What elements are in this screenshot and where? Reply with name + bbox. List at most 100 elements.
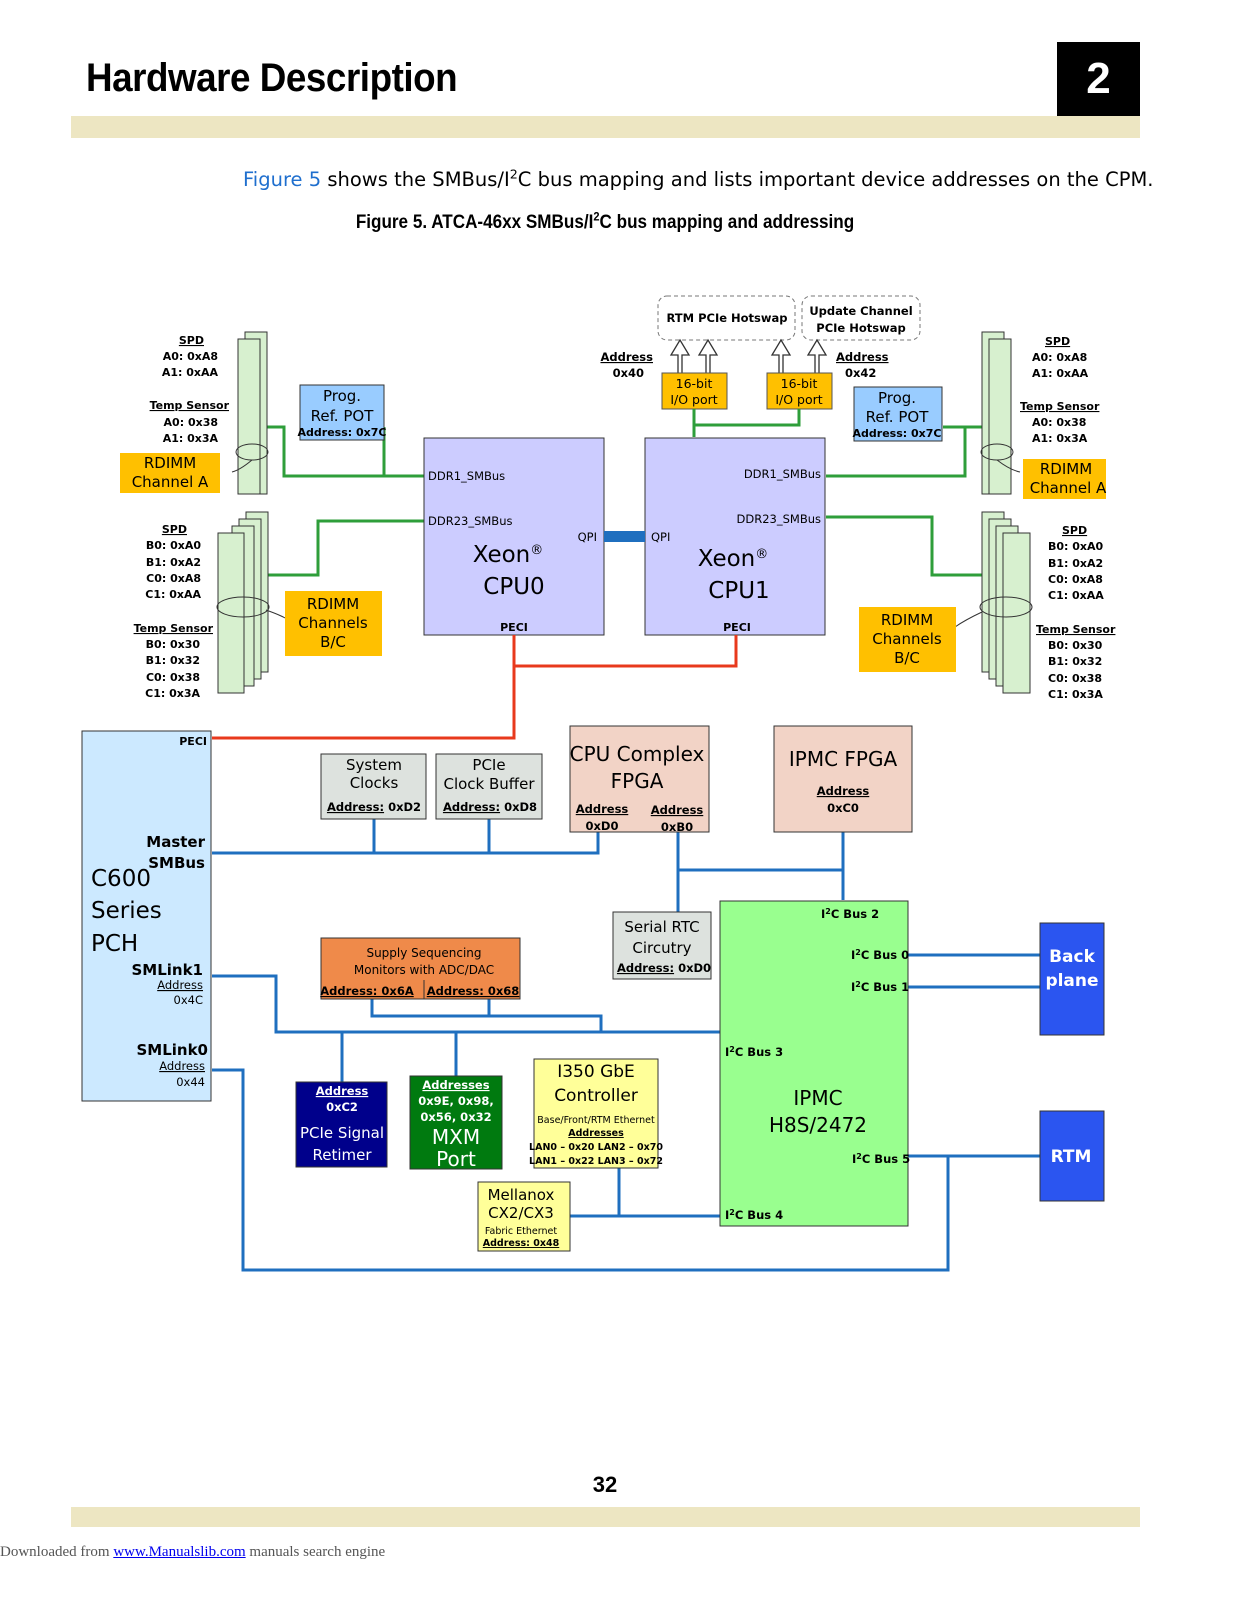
mxm-addr: 0x56, 0x32 — [420, 1110, 491, 1124]
cpu-fpga-addr-label: Address — [576, 802, 629, 816]
cpu1-name2: CPU1 — [708, 578, 769, 604]
cpu1-name: Xeon® — [698, 546, 769, 572]
rtm-hotswap-label: RTM PCIe Hotswap — [666, 311, 787, 325]
spd-title: SPD — [179, 334, 204, 347]
spd-right-top: SPD A0: 0xA8 A1: 0xAA Temp Sensor A0: 0x… — [1020, 335, 1100, 445]
temp-line: B0: 0x30 — [1048, 639, 1103, 652]
header-band — [71, 116, 1140, 138]
temp-line: B1: 0x32 — [1048, 655, 1102, 668]
cpu1-ddr1: DDR1_SMBus — [744, 467, 821, 481]
i350-box — [533, 1058, 659, 1169]
supply-addr: Address: 0x6A — [320, 984, 414, 998]
io-port-left-line1: 16-bit — [676, 376, 713, 391]
spd-line: C1: 0xAA — [145, 588, 201, 601]
i350-addr-label: Addresses — [568, 1128, 624, 1139]
mellanox-box — [477, 1181, 571, 1252]
spd-line: A1: 0xAA — [162, 366, 219, 379]
intro-text-end: C bus mapping and lists important device… — [517, 168, 1154, 191]
pch-box — [81, 730, 212, 1102]
temp-line: A1: 0x3A — [163, 432, 219, 445]
chapter-title: Hardware Description — [86, 56, 458, 100]
pcie-clock-buffer-box — [435, 753, 543, 820]
download-footer: Downloaded from www.Manualslib.com manua… — [0, 1544, 385, 1561]
cpu-fpga-addr-label: Address — [651, 803, 704, 817]
rtm-box — [1039, 1110, 1105, 1202]
pch-smbus: SMBus — [148, 854, 205, 872]
mellanox-label: Mellanox — [488, 1186, 555, 1204]
io-port-left-line2: I/O port — [670, 392, 717, 407]
mxm-addr: 0x9E, 0x98, — [418, 1094, 493, 1108]
cpu-fpga-label: CPU Complex — [570, 742, 705, 766]
temp-line: C0: 0x38 — [1048, 672, 1102, 685]
spd-line: A1: 0xAA — [1032, 367, 1089, 380]
cpu1-box — [644, 437, 826, 636]
ipmc-fpga-box — [773, 725, 913, 833]
retimer-addr: 0xC2 — [326, 1100, 358, 1114]
ipmc-bus4-label: I2C Bus 4 — [725, 1208, 783, 1222]
prog-ref-pot-left — [299, 384, 385, 441]
ipmc-fpga-label: IPMC FPGA — [789, 747, 898, 771]
prog-ref-pot-right — [853, 386, 943, 442]
i350-label: I350 GbE — [557, 1062, 635, 1082]
temp-title: Temp Sensor — [1036, 623, 1116, 636]
i350-sub: Base/Front/RTM Ethernet — [537, 1115, 655, 1126]
pch-smlink0-addr: 0x44 — [176, 1075, 205, 1089]
caption-text: Figure 5. ATCA-46xx SMBus/I — [355, 212, 594, 233]
io-right-addr: 0x42 — [845, 366, 876, 380]
rtm-label: RTM — [1051, 1147, 1092, 1167]
update-hotswap-box — [801, 295, 921, 341]
system-clocks-box — [320, 753, 427, 820]
serial-rtc-box — [612, 911, 712, 980]
spd-line: A0: 0xA8 — [1032, 351, 1087, 364]
mxm-port-box — [409, 1075, 503, 1170]
i350-label: Controller — [554, 1086, 638, 1106]
figure-link[interactable]: Figure 5 — [243, 168, 322, 191]
ipmc-bus0-label: I2C Bus 0 — [851, 948, 909, 962]
rtc-label: Circutry — [632, 939, 691, 957]
pot-label: Ref. POT — [866, 408, 930, 426]
rtc-addr: Address: 0xD0 — [617, 961, 711, 975]
backplane-label: plane — [1045, 971, 1098, 991]
dimm-stack-right-bc — [954, 511, 1033, 694]
pch-smlink1: SMLink1 — [131, 961, 203, 979]
cpu-fpga-label: FPGA — [611, 769, 664, 793]
backplane-box — [1039, 922, 1105, 1036]
rtc-label: Serial RTC — [624, 918, 699, 936]
mellanox-addr: Address: 0x48 — [483, 1238, 560, 1249]
cpu-complex-fpga-box — [569, 725, 710, 833]
pcie-clk-addr: Address: 0xD8 — [443, 800, 537, 814]
chapter-number-badge: 2 — [1057, 42, 1140, 116]
caption-sup: 2 — [593, 209, 600, 224]
sys-clocks-label: Clocks — [350, 774, 399, 792]
io-port-left — [661, 372, 728, 410]
master-smbus-lines — [212, 819, 1040, 1272]
supply-addr: Address: 0x68 — [427, 984, 520, 998]
cpu0-ddr23: DDR23_SMBus — [428, 514, 512, 528]
i350-lan: LAN1 – 0x22 LAN3 – 0x72 — [529, 1156, 663, 1167]
peci-lines — [212, 635, 738, 740]
mxm-label: Port — [436, 1147, 476, 1171]
supply-label: Monitors with ADC/DAC — [354, 963, 494, 977]
retimer-addr-label: Address — [316, 1084, 369, 1098]
rdimm-label: RDIMM — [307, 595, 359, 613]
io-left-addr: 0x40 — [613, 366, 644, 380]
cpu0-name: Xeon® — [473, 542, 544, 568]
rdimm-label: Channel A — [132, 473, 209, 491]
pch-master: Master — [146, 833, 205, 851]
io-port-right-line2: I/O port — [775, 392, 822, 407]
pot-label: Ref. POT — [311, 407, 375, 425]
sys-clocks-addr: Address: 0xD2 — [327, 800, 421, 814]
spd-line: B0: 0xA0 — [146, 539, 202, 552]
manualslib-link[interactable]: www.Manualslib.com — [113, 1544, 246, 1560]
ipmc-name2: H8S/2472 — [769, 1113, 867, 1137]
rdimm-channels-bc-left — [285, 591, 382, 656]
io-right-addr-label: Address — [836, 350, 889, 364]
cpu1-qpi: QPI — [651, 530, 670, 544]
intro-sup: 2 — [509, 166, 518, 182]
ipmc-bus-labels: I2C Bus 2 I2C Bus 0 I2C Bus 1 I2C Bus 3 … — [725, 907, 910, 1222]
temp-line: A1: 0x3A — [1032, 432, 1088, 445]
temp-title: Temp Sensor — [150, 399, 230, 412]
temp-title: Temp Sensor — [134, 622, 214, 635]
temp-line: C1: 0x3A — [1048, 688, 1103, 701]
cpu0-peci: PECI — [500, 621, 528, 634]
